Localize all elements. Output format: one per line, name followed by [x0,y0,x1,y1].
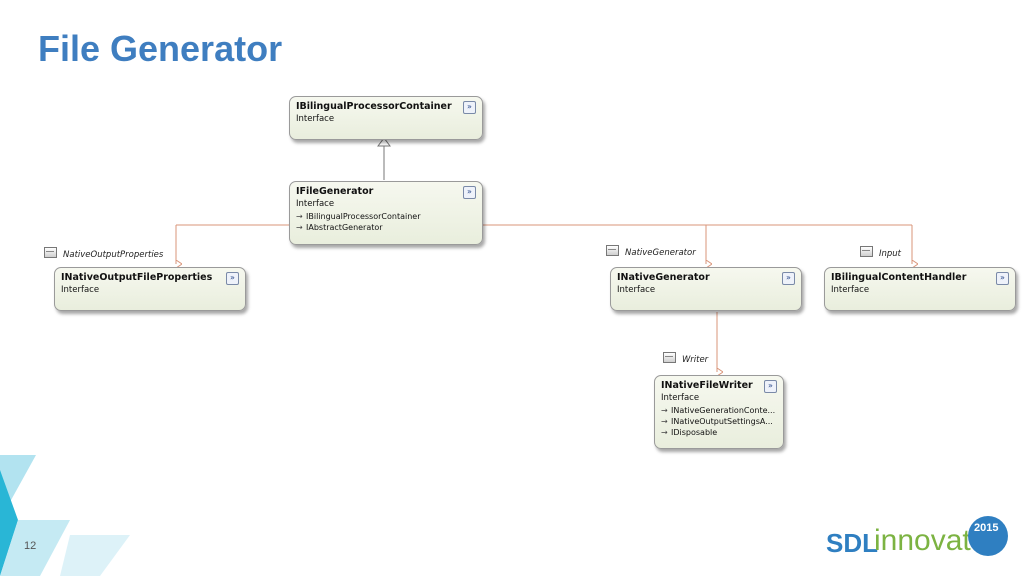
box-bilingual-processor-container[interactable]: IBilingualProcessorContainer Interface » [289,96,483,140]
collapse-chevron-icon[interactable]: » [996,272,1009,285]
logo-sdl-text: SDL [826,528,878,558]
inherits-icon: → [661,428,668,437]
box-name: IBilingualProcessorContainer [296,101,452,112]
box-name: IBilingualContentHandler [831,272,967,283]
box-native-file-writer[interactable]: INativeFileWriter Interface » →INativeGe… [654,375,784,449]
association-label-input: Input [860,246,901,259]
property-icon [860,246,873,257]
association-text: Writer [682,355,709,365]
member-item: →IDisposable [661,427,775,438]
inherits-icon: → [296,212,303,221]
decor-triangle-3 [0,520,70,576]
page-number: 12 [24,540,37,552]
slide-title: File Generator [38,28,283,69]
member-item: →INativeGenerationConte... [661,405,775,416]
property-icon [44,247,57,258]
property-icon [663,352,676,363]
association-label-writer: Writer [663,352,708,365]
logo-year-text: 2015 [974,522,999,534]
box-native-generator[interactable]: INativeGenerator Interface » [610,267,802,311]
association-text: Input [879,249,902,259]
box-file-generator[interactable]: IFileGenerator Interface » →IBilingualPr… [289,181,483,245]
collapse-chevron-icon[interactable]: » [226,272,239,285]
member-item: →INativeOutputSettingsA... [661,416,775,427]
box-kind: Interface [296,199,335,209]
box-kind: Interface [61,285,100,295]
box-kind: Interface [661,393,700,403]
member-label: IAbstractGenerator [306,223,383,232]
logo-year-badge [968,516,1008,556]
member-item: →IBilingualProcessorContainer [296,211,420,222]
box-kind: Interface [617,285,656,295]
decor-triangle-4 [60,535,130,576]
box-name: INativeOutputFileProperties [61,272,213,283]
member-label: INativeGenerationConte... [671,406,776,415]
collapse-chevron-icon[interactable]: » [463,101,476,114]
member-label: IBilingualProcessorContainer [306,212,421,221]
box-kind: Interface [831,285,870,295]
inherits-icon: → [661,417,668,426]
association-text: NativeGenerator [625,248,696,258]
member-item: →IAbstractGenerator [296,222,420,233]
collapse-chevron-icon[interactable]: » [782,272,795,285]
box-native-output-file-properties[interactable]: INativeOutputFileProperties Interface » [54,267,246,311]
association-text: NativeOutputProperties [63,250,164,260]
member-label: IDisposable [671,428,718,437]
box-name: INativeGenerator [617,272,710,283]
sdl-innovate-logo: SDL innovate 2015 [824,516,1014,568]
box-bilingual-content-handler[interactable]: IBilingualContentHandler Interface » [824,267,1016,311]
box-name: IFileGenerator [296,186,374,197]
box-members: →INativeGenerationConte... →INativeOutpu… [661,405,775,438]
inherits-icon: → [661,406,668,415]
inheritance-arrowhead [377,137,391,147]
association-label-native-generator: NativeGenerator [606,245,696,258]
box-name: INativeFileWriter [661,380,753,391]
decor-triangle-2 [0,470,18,576]
property-icon [606,245,619,256]
collapse-chevron-icon[interactable]: » [463,186,476,199]
member-label: INativeOutputSettingsA... [671,417,773,426]
box-kind: Interface [296,114,335,124]
association-label-native-output-properties: NativeOutputProperties [44,247,163,260]
collapse-chevron-icon[interactable]: » [764,380,777,393]
box-members: →IBilingualProcessorContainer →IAbstract… [296,211,420,233]
inherits-icon: → [296,223,303,232]
